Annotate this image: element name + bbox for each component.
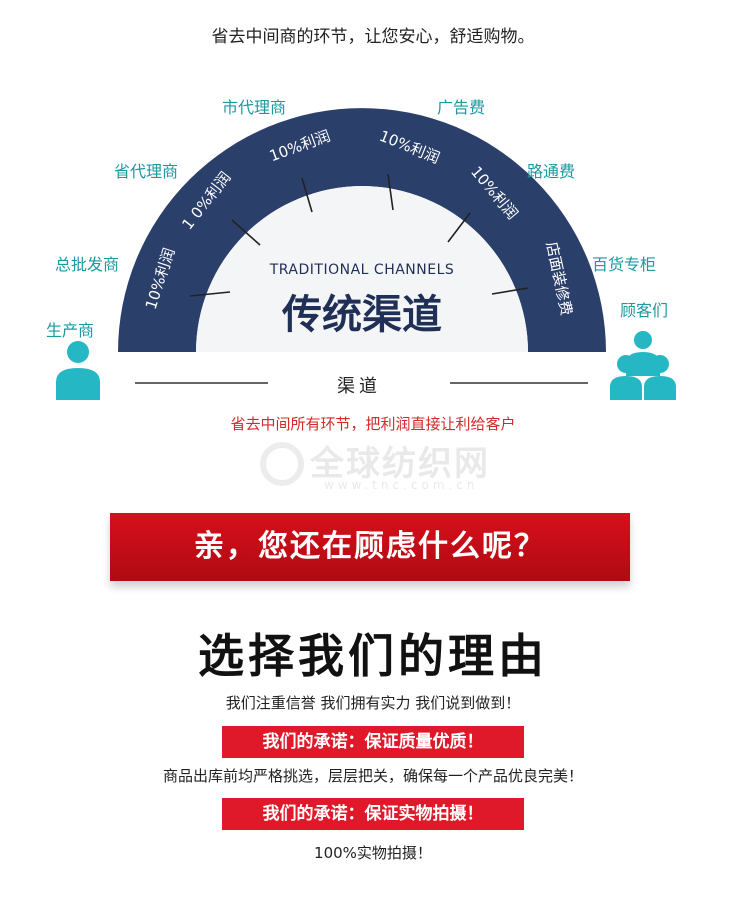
arc-inner-area bbox=[196, 186, 528, 352]
promise-real-photos: 我们的承诺：保证实物拍摄！ bbox=[222, 798, 524, 830]
group-people-icon bbox=[610, 331, 676, 400]
banner-text: 亲，您还在顾虑什么呢？ bbox=[194, 529, 546, 564]
reasons-title: 选择我们的理由 bbox=[198, 629, 548, 683]
channel-note: 省去中间所有环节，把利润直接让利给客户 bbox=[230, 415, 516, 433]
center-english-title: TRADITIONAL CHANNELS bbox=[269, 262, 455, 278]
watermark-url: www.tnc.com.cn bbox=[324, 478, 479, 492]
reasons-subtitle: 我们注重信誉 我们拥有实力 我们说到做到！ bbox=[225, 694, 521, 712]
label-province-agent: 省代理商 bbox=[114, 162, 179, 181]
watermark: 全球纺织网 www.tnc.com.cn bbox=[250, 436, 510, 496]
channel-label: 渠道 bbox=[337, 376, 381, 397]
promise-quality: 我们的承诺：保证质量优质！ bbox=[222, 726, 524, 758]
label-road-fee: 路通费 bbox=[527, 162, 576, 181]
real-photos-description: 100%实物拍摄！ bbox=[314, 844, 432, 862]
question-banner: 亲，您还在顾虑什么呢？ bbox=[110, 513, 630, 581]
channel-diagram bbox=[56, 108, 676, 400]
watermark-logo bbox=[260, 442, 304, 486]
quality-description: 商品出库前均严格挑选，层层把关，确保每一个产品优良完美！ bbox=[162, 767, 583, 785]
label-dept-counter: 百货专柜 bbox=[592, 255, 657, 274]
top-slogan: 省去中间商的环节，让您安心，舒适购物。 bbox=[211, 27, 535, 47]
single-person-icon bbox=[56, 341, 100, 400]
label-customers: 顾客们 bbox=[620, 301, 669, 320]
label-producer: 生产商 bbox=[46, 321, 95, 340]
channel-arc bbox=[118, 108, 606, 352]
arc-spokes bbox=[189, 173, 529, 297]
center-chinese-title: 传统渠道 bbox=[282, 292, 442, 338]
label-city-agent: 市代理商 bbox=[222, 98, 287, 117]
label-ad-fee: 广告费 bbox=[437, 98, 486, 117]
watermark-main: 全球纺织网 bbox=[310, 444, 490, 484]
label-wholesaler: 总批发商 bbox=[55, 255, 120, 274]
